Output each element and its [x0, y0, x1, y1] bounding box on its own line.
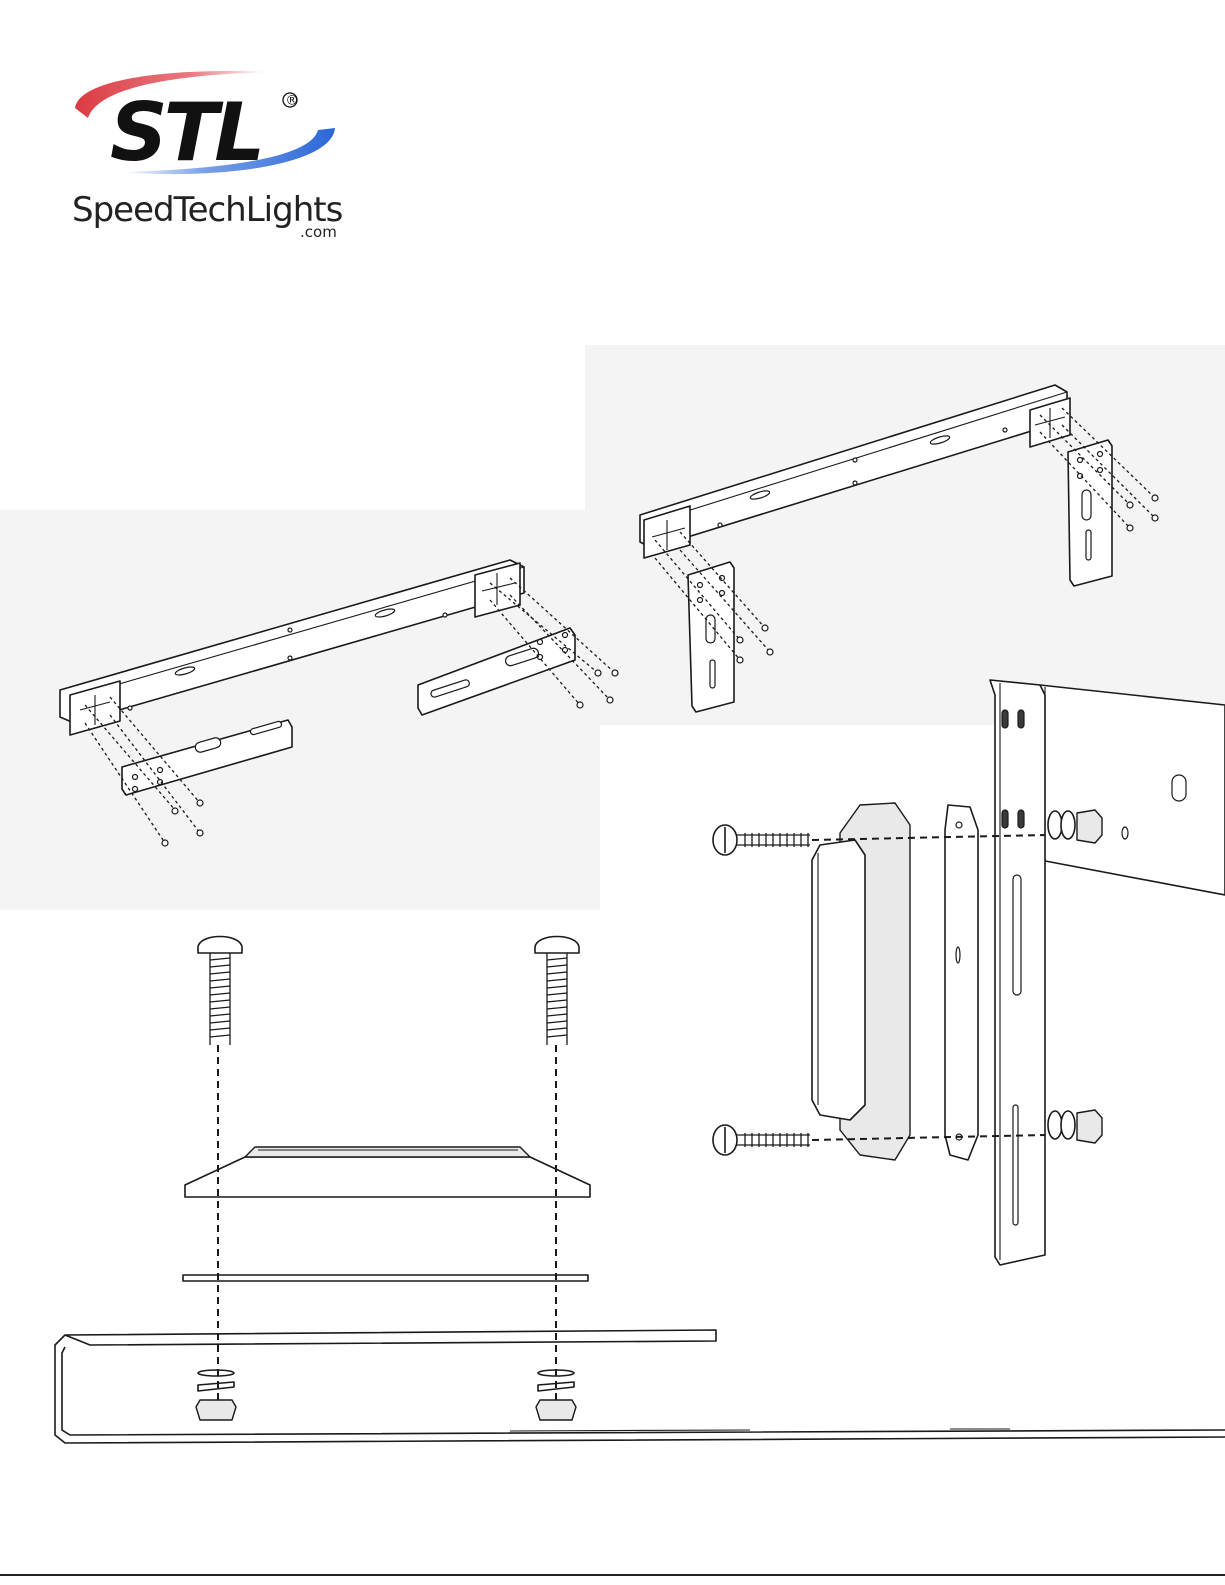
- left-fastener-stack: [196, 1370, 236, 1420]
- stl-logo-mark: STL ®: [60, 60, 350, 190]
- long-channel-bracket: [60, 560, 524, 735]
- right-vertical-plate: [1068, 440, 1112, 586]
- long-channel-bracket-upper: [640, 385, 1070, 558]
- brand-logo: STL ® SpeedTechLights .com: [60, 60, 350, 250]
- horizontal-mount-bracket-exploded: [50, 545, 630, 865]
- logo-mark-text: STL: [110, 86, 261, 179]
- surface-light-top-mount: [50, 925, 1225, 1445]
- bracket-side-channel: [1040, 685, 1225, 895]
- mounting-gasket-flat: [183, 1275, 588, 1281]
- top-machine-screw: [713, 825, 810, 855]
- brand-domain-suffix: .com: [300, 223, 337, 241]
- left-adjust-plate: [122, 720, 292, 795]
- right-pan-head-screw: [535, 937, 579, 1046]
- alignment-leaders: [218, 1045, 556, 1405]
- footer-rule: [0, 1574, 1225, 1576]
- registered-mark: ®: [286, 94, 299, 109]
- right-adjust-plate: [418, 628, 575, 715]
- light-head-housing-top: [185, 1147, 590, 1197]
- vertical-mount-bracket-exploded: [630, 380, 1170, 720]
- left-pan-head-screw: [198, 937, 242, 1046]
